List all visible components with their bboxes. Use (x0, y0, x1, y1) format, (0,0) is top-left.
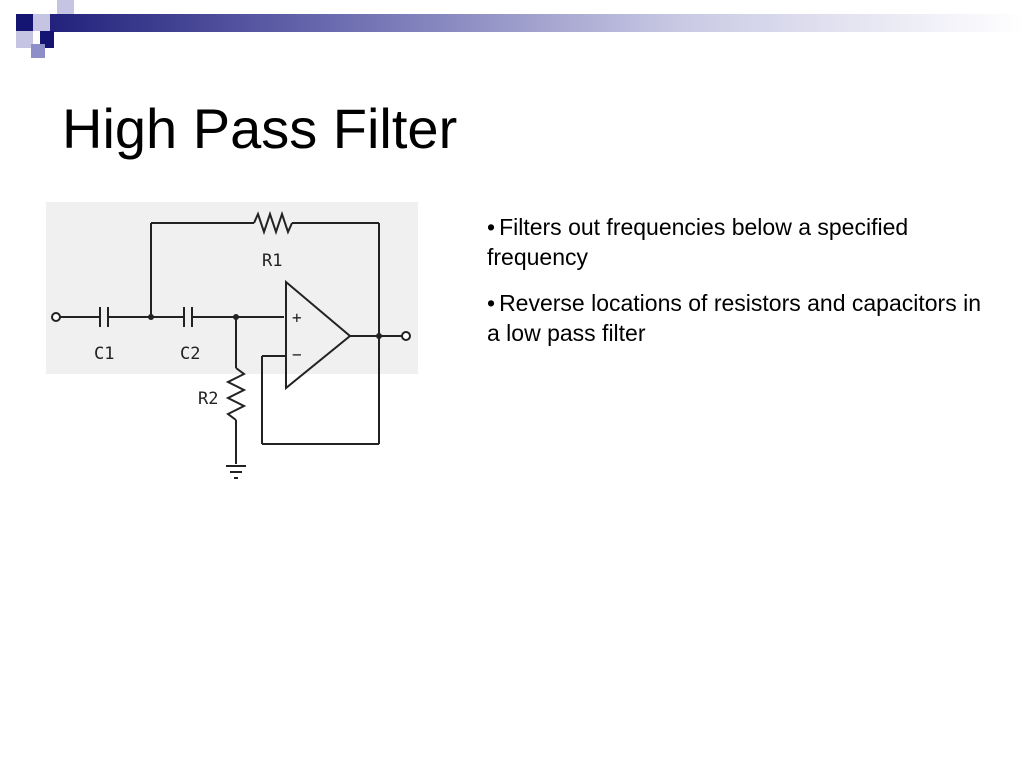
op-amp (285, 279, 352, 391)
resistor-r1 (253, 210, 293, 236)
bullet-item: •Reverse locations of resistors and capa… (487, 288, 987, 348)
junction-dot (148, 314, 154, 320)
header-square-light (16, 31, 33, 48)
resistor-r2 (225, 367, 247, 421)
header-square-dark (40, 31, 54, 48)
header-gradient-bar (40, 14, 1024, 32)
label-plus: + (292, 308, 302, 327)
bullet-item: •Filters out frequencies below a specifi… (487, 212, 987, 272)
bullet-text: Filters out frequencies below a specifie… (487, 214, 909, 270)
bullet-text: Reverse locations of resistors and capac… (487, 290, 982, 346)
label-r2: R2 (198, 389, 218, 409)
label-minus: − (292, 345, 302, 364)
header-square-dark (16, 14, 33, 31)
label-r1: R1 (262, 251, 282, 271)
bullet-list: •Filters out frequencies below a specifi… (487, 212, 987, 364)
bullet-marker: • (487, 290, 496, 316)
input-terminal (51, 312, 61, 322)
page-title: High Pass Filter (62, 97, 458, 160)
header-square-light (57, 0, 74, 14)
label-c2: C2 (180, 344, 200, 364)
header-square-mid (31, 44, 45, 58)
junction-dot (233, 314, 239, 320)
diagram-background (46, 202, 418, 374)
output-terminal (401, 331, 411, 341)
bullet-marker: • (487, 214, 496, 240)
junction-dot (376, 333, 382, 339)
header-square-light (33, 14, 50, 31)
label-c1: C1 (94, 344, 114, 364)
high-pass-filter-circuit-diagram: R1 C1 C2 R2 + − (46, 202, 418, 479)
